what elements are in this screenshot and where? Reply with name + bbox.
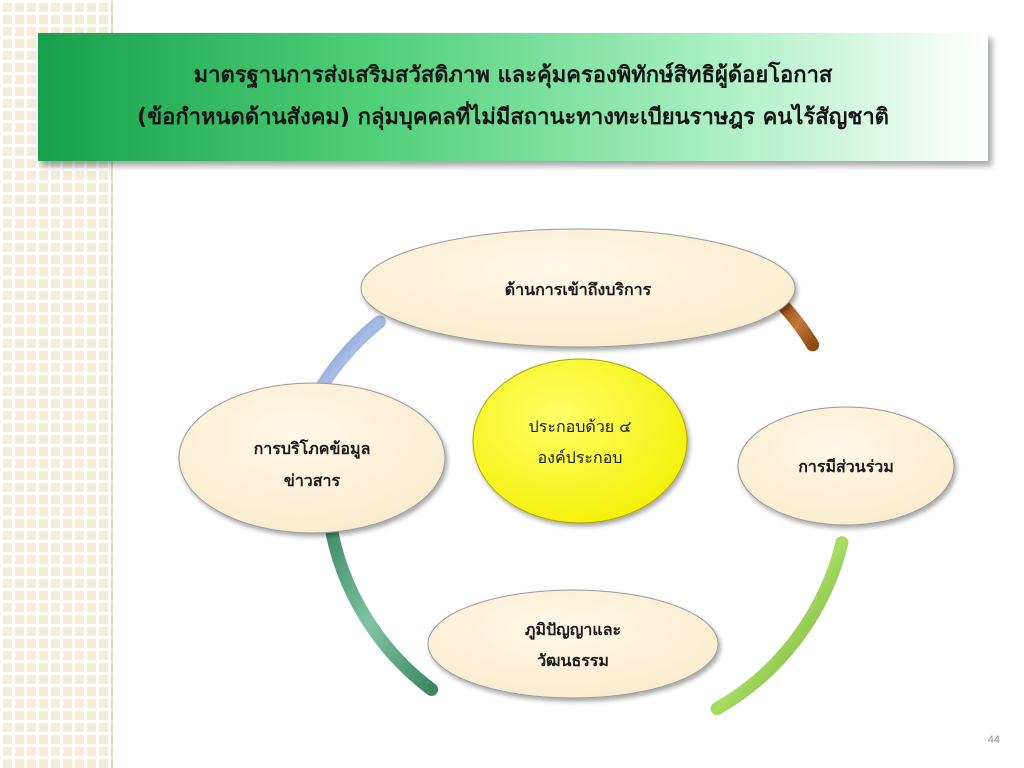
- node-service-access: ด้านการเข้าถึงบริการ: [360, 228, 796, 348]
- center-label-line-2: องค์ประกอบ: [538, 448, 623, 467]
- node-wisdom-label-line-1: ภูมิปัญญาและ: [525, 620, 621, 641]
- ring-arc-brown: [774, 296, 820, 352]
- node-information-consumption: การบริโภคข้อมูล ข่าวสาร: [178, 382, 446, 534]
- node-service-access-label: ด้านการเข้าถึงบริการ: [505, 280, 652, 299]
- center-label-line-1: ประกอบด้วย ๔: [529, 417, 632, 436]
- node-information-label-line-2: ข่าวสาร: [284, 471, 341, 490]
- node-wisdom-culture: ภูมิปัญญาและ วัฒนธรรม: [427, 589, 719, 699]
- node-wisdom-label-line-2: วัฒนธรรม: [537, 651, 609, 670]
- ring-arc-teal-green: [323, 516, 439, 696]
- title-line-2: (ข้อกำหนดด้านสังคม) กลุ่มบุคคลที่ไม่มีสถ…: [137, 105, 889, 130]
- node-information-label-line-1: การบริโภคข้อมูล: [254, 438, 371, 460]
- ring-arc-light-green: [710, 536, 849, 716]
- title-banner: มาตรฐานการส่งเสริมสวัสดิภาพ และคุ้มครองพ…: [38, 33, 988, 161]
- node-participation: การมีส่วนร่วม: [737, 406, 955, 526]
- node-participation-label: การมีส่วนร่วม: [798, 457, 894, 476]
- page-number: 44: [987, 734, 1000, 746]
- center-summary: ประกอบด้วย ๔ องค์ประกอบ: [472, 358, 688, 524]
- title-line-1: มาตรฐานการส่งเสริมสวัสดิภาพ และคุ้มครองพ…: [193, 63, 833, 88]
- ring-arc-blue: [316, 315, 386, 391]
